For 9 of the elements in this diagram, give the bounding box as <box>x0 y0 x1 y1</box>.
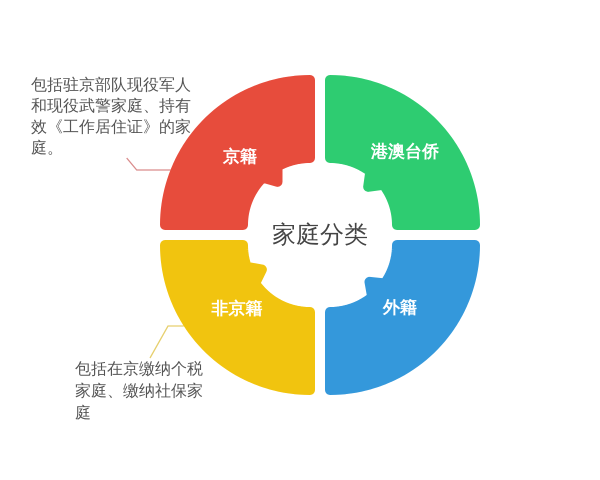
segment-label: 京籍 <box>223 146 257 168</box>
leader-line <box>126 158 170 171</box>
segment-label: 外籍 <box>383 298 417 318</box>
callout-text: 包括驻京部队现役军人和现役武警家庭、持有效《工作居住证》的家庭。 <box>31 74 192 158</box>
callout-text: 包括在京缴纳个税家庭、缴纳社保家庭 <box>75 358 204 424</box>
leader-line <box>149 325 184 358</box>
segment-label: 非京籍 <box>212 298 262 320</box>
segment-label: 港澳台侨 <box>371 142 439 162</box>
center-label: 家庭分类 <box>272 220 368 250</box>
